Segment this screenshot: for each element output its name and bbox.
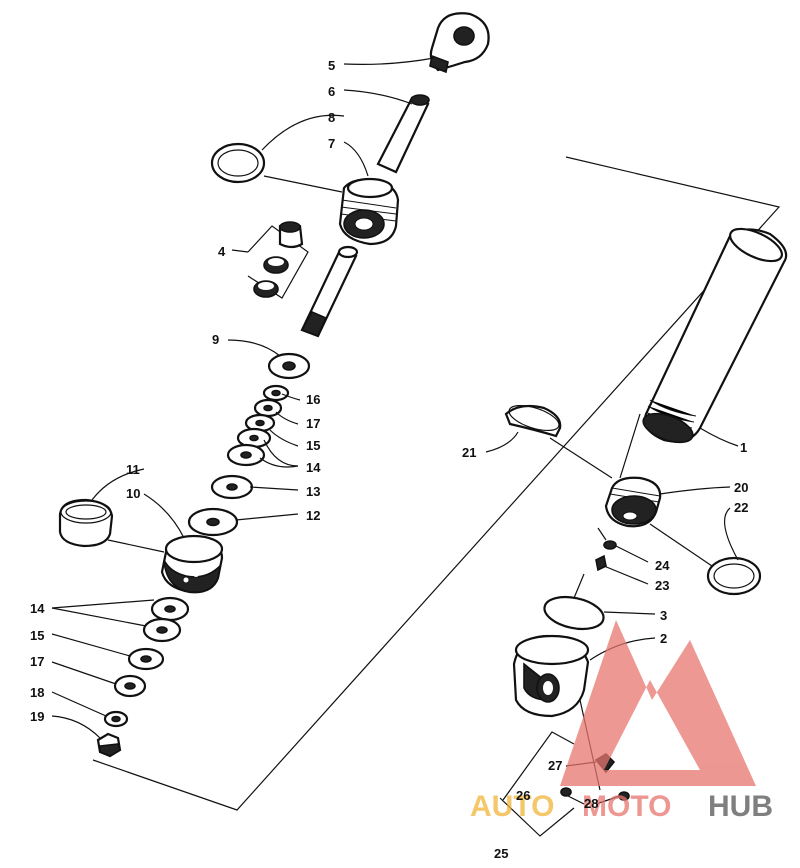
callout-26: 26: [516, 788, 530, 803]
part-13-shim: [210, 474, 254, 500]
callout-23: 23: [655, 578, 669, 593]
part-6-piston-rod: [376, 94, 430, 174]
callout-8: 8: [328, 110, 335, 125]
part-20-cap: [604, 476, 662, 528]
part-26-washer: [560, 787, 572, 797]
callout-2: 2: [660, 631, 667, 646]
callout-22: 22: [734, 500, 748, 515]
leader-lines: [51, 57, 739, 805]
part-10-piston: [160, 534, 224, 594]
shim-stack-lower: [103, 596, 190, 728]
part-8-ring: [210, 142, 266, 184]
callout-16: 16: [306, 392, 320, 407]
callout-1: 1: [740, 440, 747, 455]
callout-18: 18: [30, 685, 44, 700]
part-25-bracket: [499, 797, 575, 837]
callout-19: 19: [30, 709, 44, 724]
assembly-outline-left: [92, 156, 781, 811]
callout-11: 11: [126, 462, 140, 477]
callout-12: 12: [306, 508, 320, 523]
callout-9: 9: [212, 332, 219, 347]
callout-20: 20: [734, 480, 748, 495]
part-7-bearing-cap: [338, 177, 400, 246]
watermark-auto-text: AUTO: [470, 790, 554, 823]
callout-3: 3: [660, 608, 667, 623]
part-11-piston-ring: [58, 498, 114, 548]
callout-17-upper: 17: [306, 416, 320, 431]
part-2-lower-eye: [512, 634, 590, 718]
watermark-hub-text: HUB: [708, 790, 773, 823]
part-22-ring: [706, 556, 762, 596]
part-9-washer: [267, 352, 311, 380]
part-4-bushings: [247, 221, 309, 299]
callout-17-lower: 17: [30, 654, 44, 669]
callout-labels: 5 6 8 7 4 9 16 17 15 14 13 12 11 10 14 1…: [30, 58, 748, 861]
callout-5: 5: [328, 58, 335, 73]
callout-4: 4: [218, 244, 226, 259]
callout-14-lower: 14: [30, 601, 45, 616]
part-23-valve: [595, 554, 607, 572]
piston-shaft: [300, 245, 359, 338]
callout-24: 24: [655, 558, 670, 573]
callout-25: 25: [494, 846, 508, 861]
watermark-moto-text: MOTO: [582, 790, 671, 823]
part-3-ring: [543, 595, 605, 631]
callout-27: 27: [548, 758, 562, 773]
watermark-logo-icon: [560, 620, 756, 786]
callout-14-upper: 14: [306, 460, 321, 475]
part-12-shim: [187, 507, 239, 537]
callout-6: 6: [328, 84, 335, 99]
automotohub-watermark: AUTO MOTO HUB: [470, 620, 773, 823]
callout-13: 13: [306, 484, 320, 499]
callout-15-lower: 15: [30, 628, 44, 643]
callout-10: 10: [126, 486, 140, 501]
callout-28: 28: [584, 796, 598, 811]
part-1-cylinder: [642, 227, 788, 444]
part-19-nut: [96, 732, 122, 758]
callout-21: 21: [462, 445, 476, 460]
callout-7: 7: [328, 136, 335, 151]
callout-15-upper: 15: [306, 438, 320, 453]
part-24-washer: [603, 540, 617, 550]
part-5-eye-end: [429, 12, 490, 74]
part-21-ring: [504, 404, 562, 438]
shim-stack-upper: [226, 384, 290, 467]
